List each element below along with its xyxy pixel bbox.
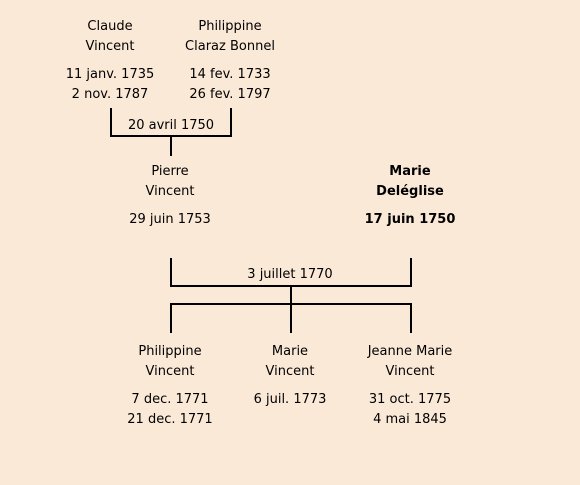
first-name: Claude <box>87 19 133 34</box>
death-date: 4 mai 1845 <box>373 412 447 427</box>
death-date: 2 nov. 1787 <box>71 87 149 102</box>
first-name: Jeanne Marie <box>367 344 453 359</box>
person-philippine-vincent: Philippine Vincent 7 dec. 1771 21 dec. 1… <box>95 342 245 430</box>
last-name: Vincent <box>265 364 315 379</box>
birth-date: 29 juin 1753 <box>129 212 211 227</box>
person-claude-vincent: Claude Vincent 11 janv. 1735 2 nov. 1787 <box>35 17 185 105</box>
first-name: Philippine <box>198 19 262 34</box>
birth-date: 14 fev. 1733 <box>189 67 271 82</box>
connector-line <box>170 303 172 333</box>
connector-line <box>170 135 172 156</box>
last-name: Vincent <box>385 364 435 379</box>
last-name: Vincent <box>145 364 195 379</box>
birth-date: 17 juin 1750 <box>364 212 456 227</box>
person-marie-vincent: Marie Vincent 6 juil. 1773 <box>215 342 365 410</box>
person-pierre-vincent: Pierre Vincent 29 juin 1753 <box>95 162 245 230</box>
connector-line <box>110 108 112 137</box>
birth-date: 11 janv. 1735 <box>65 67 155 82</box>
person-marie-deleglise: Marie Deléglise 17 juin 1750 <box>335 162 485 230</box>
marriage-date: 20 avril 1750 <box>127 118 215 133</box>
last-name: Deléglise <box>376 184 444 199</box>
marriage-date: 3 juillet 1770 <box>247 267 333 282</box>
connector-line <box>290 285 292 305</box>
birth-date: 31 oct. 1775 <box>368 392 452 407</box>
first-name: Pierre <box>151 164 189 179</box>
last-name: Vincent <box>85 39 135 54</box>
connector-line <box>290 303 292 333</box>
birth-date: 7 dec. 1771 <box>131 392 209 407</box>
connector-line <box>230 108 232 137</box>
first-name: Philippine <box>138 344 202 359</box>
death-date: 21 dec. 1771 <box>127 412 213 427</box>
connector-line <box>410 258 412 287</box>
person-jeanne-marie-vincent: Jeanne Marie Vincent 31 oct. 1775 4 mai … <box>335 342 485 430</box>
birth-date: 6 juil. 1773 <box>253 392 327 407</box>
death-date: 26 fev. 1797 <box>189 87 271 102</box>
connector-line <box>410 303 412 333</box>
last-name: Vincent <box>145 184 195 199</box>
first-name: Marie <box>271 344 309 359</box>
connector-line <box>170 258 172 287</box>
first-name: Marie <box>389 164 431 179</box>
last-name: Claraz Bonnel <box>185 39 275 54</box>
person-philippine-claraz-bonnel: Philippine Claraz Bonnel 14 fev. 1733 26… <box>155 17 305 105</box>
